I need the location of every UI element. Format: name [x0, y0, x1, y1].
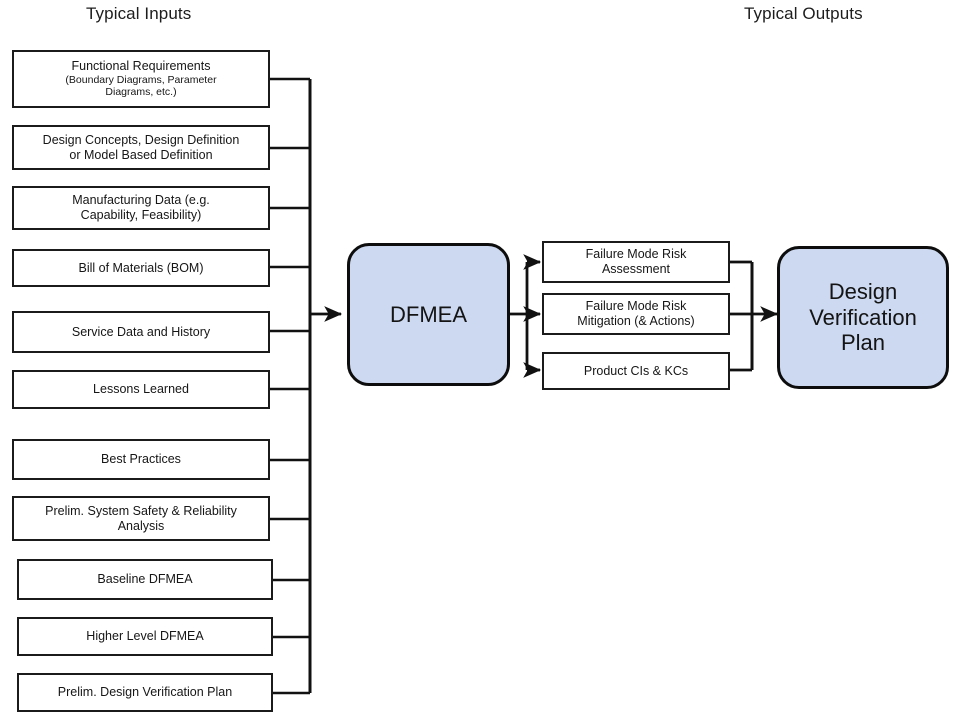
output-label: Failure Mode Risk — [585, 247, 687, 262]
input-sublabel-2: Diagrams, etc.) — [105, 86, 177, 99]
output-box-failure-mode-risk-mitigation[interactable]: Failure Mode Risk Mitigation (& Actions) — [542, 293, 730, 335]
output-box-product-cis-and-kcs[interactable]: Product CIs & KCs — [542, 352, 730, 390]
input-label: Prelim. System Safety & Reliability — [45, 503, 237, 518]
output-label: Product CIs & KCs — [583, 363, 689, 378]
typical-inputs-header: Typical Inputs — [86, 4, 192, 23]
input-label-line2: Capability, Feasibility) — [80, 208, 202, 222]
input-box-functional-requirements[interactable]: Functional Requirements (Boundary Diagra… — [12, 50, 270, 108]
output-label-line2: Assessment — [601, 262, 671, 276]
input-sublabel-1: (Boundary Diagrams, Parameter — [65, 74, 217, 86]
input-label: Higher Level DFMEA — [86, 629, 204, 644]
final-output-label-line1: Design — [828, 279, 898, 305]
input-box-higher-level-dfmea[interactable]: Higher Level DFMEA — [17, 617, 273, 656]
output-box-failure-mode-risk-assessment[interactable]: Failure Mode Risk Assessment — [542, 241, 730, 283]
input-box-lessons-learned[interactable]: Lessons Learned — [12, 370, 270, 409]
input-label: Design Concepts, Design Definition — [42, 132, 240, 147]
input-box-design-concepts[interactable]: Design Concepts, Design Definition or Mo… — [12, 125, 270, 170]
output-label: Failure Mode Risk — [585, 299, 687, 314]
input-label: Baseline DFMEA — [97, 572, 193, 587]
input-label: Best Practices — [101, 452, 181, 467]
process-box-dfmea[interactable]: DFMEA — [347, 243, 510, 386]
final-output-label-line2: Verification — [809, 304, 917, 330]
process-label: DFMEA — [390, 301, 467, 327]
input-box-service-data-and-history[interactable]: Service Data and History — [12, 311, 270, 353]
input-label: Bill of Materials (BOM) — [78, 260, 204, 275]
typical-outputs-header: Typical Outputs — [744, 4, 863, 23]
output-box-design-verification-plan[interactable]: Design Verification Plan — [777, 246, 949, 389]
input-label: Manufacturing Data (e.g. — [72, 193, 210, 208]
input-box-prelim-system-safety[interactable]: Prelim. System Safety & Reliability Anal… — [12, 496, 270, 541]
input-box-best-practices[interactable]: Best Practices — [12, 439, 270, 480]
input-box-baseline-dfmea[interactable]: Baseline DFMEA — [17, 559, 273, 600]
input-box-prelim-design-verification-plan[interactable]: Prelim. Design Verification Plan — [17, 673, 273, 712]
input-label-line2: Analysis — [117, 518, 165, 533]
final-output-label-line3: Plan — [840, 330, 886, 356]
input-label: Functional Requirements — [71, 59, 211, 74]
output-label-line2: Mitigation (& Actions) — [577, 314, 695, 328]
input-label: Lessons Learned — [93, 382, 189, 397]
input-label-line2: or Model Based Definition — [69, 147, 213, 162]
input-label: Prelim. Design Verification Plan — [57, 685, 233, 700]
input-box-bill-of-materials[interactable]: Bill of Materials (BOM) — [12, 249, 270, 287]
input-box-manufacturing-data[interactable]: Manufacturing Data (e.g. Capability, Fea… — [12, 186, 270, 230]
input-label: Service Data and History — [71, 324, 211, 339]
